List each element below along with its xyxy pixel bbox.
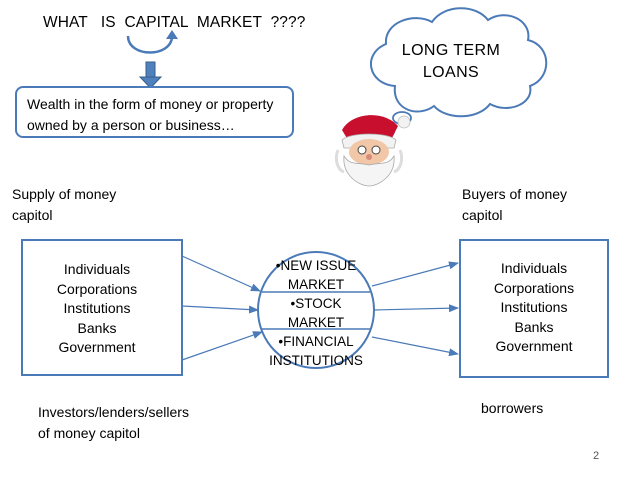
- page-title: WHAT IS CAPITAL MARKET ????: [43, 14, 306, 31]
- buyer-item: Government: [495, 338, 573, 354]
- buyer-arrow-3: [371, 336, 459, 357]
- supply-caption-line-2: of money capitol: [38, 425, 140, 441]
- supply-list: Individuals Corporations Institutions Ba…: [22, 260, 172, 358]
- definition-line-2: owned by a person or business…: [27, 117, 235, 133]
- supply-item: Institutions: [63, 300, 131, 316]
- supply-item: Individuals: [63, 261, 131, 277]
- market-item: •FINANCIAL: [278, 334, 354, 349]
- page-number: 2: [593, 450, 600, 462]
- buyer-arrow-1: [371, 261, 459, 287]
- curved-arrow: [126, 35, 174, 54]
- buyer-item: Banks: [514, 318, 554, 335]
- market-item: MARKET: [287, 277, 345, 292]
- supply-arrow-1: [181, 255, 261, 292]
- buyer-item: Institutions: [500, 299, 568, 315]
- down-arrow-icon: [138, 61, 163, 89]
- buyer-item: Corporations: [493, 279, 575, 296]
- buyers-box: [459, 239, 609, 378]
- curved-arrow-head: [166, 30, 178, 39]
- buyers-list: Individuals Corporations Institutions Ba…: [460, 259, 608, 357]
- supply-caption: Investors/lenders/sellers of money capit…: [38, 402, 189, 444]
- buyers-heading-line-2: capitol: [462, 207, 503, 223]
- supply-heading-line-1: Supply of money: [12, 186, 117, 202]
- cloud-line-2: LOANS: [422, 64, 480, 81]
- cloud-label: LONG TERM LOANS: [388, 40, 514, 84]
- santa-illustration: [334, 115, 411, 187]
- market-item: MARKET: [287, 315, 345, 330]
- market-list: •NEW ISSUE MARKET •STOCK MARKET •FINANCI…: [256, 256, 376, 370]
- market-item: •STOCK: [290, 296, 342, 311]
- buyers-heading-line-1: Buyers of money: [462, 186, 568, 202]
- supply-item: Government: [58, 339, 136, 355]
- buyer-item: Individuals: [500, 260, 568, 276]
- buyers-caption-line-1: borrowers: [481, 400, 544, 416]
- definition-line-1: Wealth in the form of money or property: [27, 96, 274, 112]
- definition-box: Wealth in the form of money or property …: [15, 86, 294, 138]
- supply-arrow-3: [181, 331, 263, 361]
- supply-arrow-2: [181, 305, 259, 314]
- market-item: •NEW ISSUE: [275, 258, 357, 273]
- supply-heading: Supply of money capitol: [12, 184, 116, 226]
- cloud-line-1: LONG TERM: [401, 42, 501, 59]
- supply-box: [21, 239, 183, 376]
- buyers-heading: Buyers of money capitol: [462, 184, 567, 226]
- supply-item: Banks: [77, 319, 117, 336]
- supply-heading-line-2: capitol: [12, 207, 53, 223]
- buyers-caption: borrowers: [481, 398, 543, 419]
- market-item: INSTITUTIONS: [269, 353, 363, 368]
- supply-caption-line-1: Investors/lenders/sellers: [38, 404, 189, 420]
- buyer-arrow-2: [373, 304, 459, 313]
- supply-item: Corporations: [56, 280, 138, 297]
